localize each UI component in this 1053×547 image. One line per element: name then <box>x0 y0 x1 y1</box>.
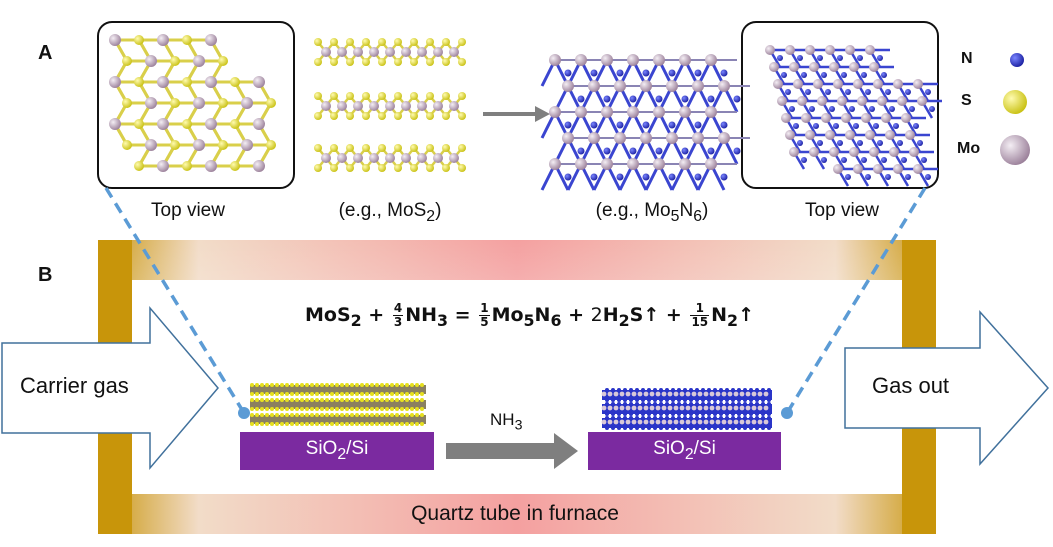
mos2-caption: (e.g., MoS2) <box>338 200 442 225</box>
gas-out-label: Gas out <box>872 373 950 398</box>
mo5n6-film-on-substrate <box>601 388 772 430</box>
nh3-process-arrow <box>446 433 578 469</box>
mo5n6-side-view-structure <box>540 54 750 191</box>
mo5n6-top-view-structure <box>765 45 942 187</box>
mos2-side-view-structure <box>314 38 466 172</box>
substrate-right-label: SiO2/Si <box>653 438 716 463</box>
legend-s-label: S <box>961 92 972 109</box>
legend-s-atom <box>1003 90 1027 114</box>
substrate-right <box>588 432 781 470</box>
mo5n6-caption: (e.g., Mo5N6) <box>595 200 709 225</box>
furnace-label: Quartz tube in furnace <box>411 502 619 525</box>
nh3-label: NH3 <box>490 410 523 434</box>
top-view-box-right <box>741 21 939 189</box>
carrier-gas-arrow <box>1 305 219 471</box>
furnace-tube <box>98 240 936 534</box>
right-top-view-caption: Top view <box>805 200 879 221</box>
top-view-box-left <box>97 21 295 189</box>
mos2-film-on-substrate <box>250 383 426 426</box>
legend-n-atom <box>1010 53 1024 67</box>
left-top-view-caption: Top view <box>151 200 225 221</box>
legend-mo-atom <box>1000 135 1030 165</box>
panel-b-label: B <box>38 264 53 286</box>
substrate-left-label: SiO2/Si <box>305 438 369 463</box>
legend-n-label: N <box>961 50 973 67</box>
dashed-connectors <box>104 187 927 419</box>
carrier-gas-label: Carrier gas <box>20 373 129 398</box>
legend-mo-label: Mo <box>957 140 981 157</box>
gas-out-arrow <box>844 310 1050 466</box>
panel-a-label: A <box>38 42 53 64</box>
transformation-arrow <box>483 106 550 122</box>
mos2-top-view-structure <box>109 34 276 172</box>
substrate-left <box>240 432 434 470</box>
